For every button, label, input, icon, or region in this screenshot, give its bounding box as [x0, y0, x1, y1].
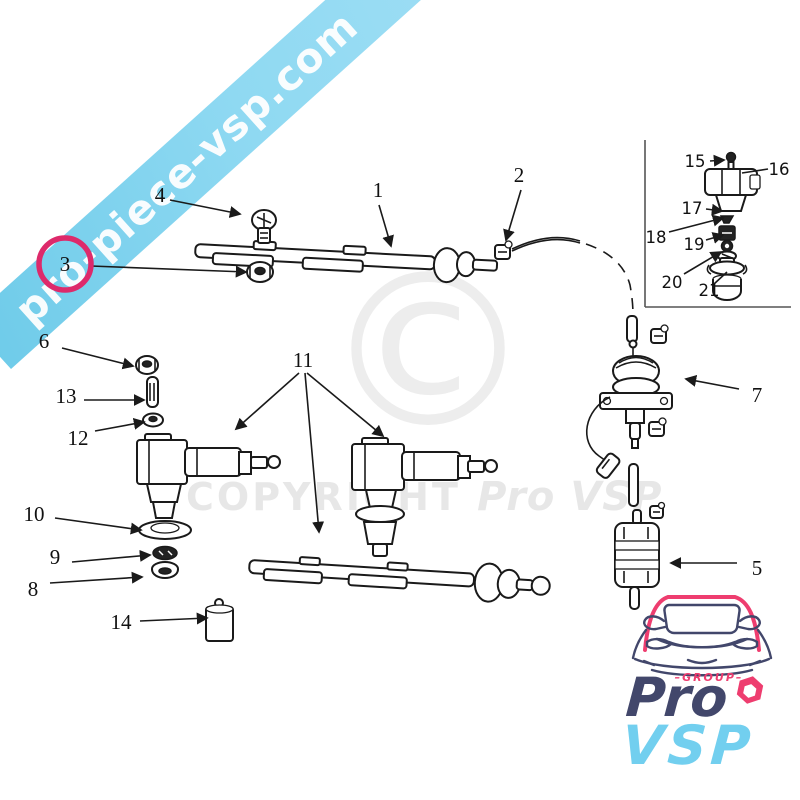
inset-box-border: [644, 140, 791, 308]
injector-pin-drawing: [146, 376, 159, 408]
hose-clamp-rail-drawing: [494, 240, 513, 260]
part-label-9: 9: [50, 545, 61, 569]
fuel-rail-lower-drawing: [248, 556, 551, 603]
part-label-10: 10: [24, 502, 45, 526]
part-label-17: 17: [682, 199, 703, 218]
highlighted-part-circle: [36, 235, 94, 293]
part-label-13: 13: [56, 384, 77, 408]
part-label-4: 4: [155, 183, 166, 207]
leader-lines: [49, 154, 769, 625]
part-label-21: 21: [699, 281, 720, 300]
fuel-hose-dashed: [585, 243, 634, 317]
part-label-14: 14: [111, 610, 133, 634]
hose-clamp-pump-bottom-drawing: [648, 417, 667, 437]
injector-assembly-right-drawing: [351, 437, 498, 557]
seal-cup-drawing: [151, 561, 179, 579]
sleeve-drawing: [205, 598, 234, 642]
rail-nut-drawing: [246, 261, 274, 283]
part-labels: 1 2 3 4 5 6 7 8 9 10 11 12 13 14 15 16 1…: [24, 152, 790, 634]
fuel-pump-drawing: [585, 339, 673, 479]
part-label-3: 3: [60, 252, 71, 276]
rail-bolt-drawing: [251, 209, 277, 244]
part-label-7: 7: [752, 383, 763, 407]
part-label-12: 12: [68, 426, 89, 450]
part-label-20: 20: [662, 273, 683, 292]
part-label-19: 19: [684, 235, 705, 254]
part-label-15: 15: [685, 152, 706, 171]
part-label-6: 6: [39, 329, 50, 353]
o-ring-drawing: [142, 412, 164, 428]
part-label-11: 11: [293, 348, 313, 372]
part-label-16: 16: [769, 160, 790, 179]
carburetor-inset-drawing: [704, 151, 761, 301]
hose-clamp-pump-top-drawing: [650, 324, 669, 344]
part-label-1: 1: [373, 178, 384, 202]
logo-group-label: –GROUP–: [674, 671, 744, 684]
fuel-hose-solid: [511, 238, 581, 252]
pump-inlet-tube: [626, 315, 638, 343]
filter-inlet-tube: [628, 463, 639, 507]
part-label-18: 18: [646, 228, 667, 247]
part-label-2: 2: [514, 163, 525, 187]
injector-nut-drawing: [135, 355, 159, 375]
fuel-rail-upper-drawing: [194, 240, 499, 284]
hose-clamp-filter-drawing: [649, 501, 666, 519]
copyright-word: COPYRIGHT: [186, 475, 461, 519]
logo-hexagon-nut-icon: [736, 676, 764, 704]
seal-ring-drawing: [152, 545, 178, 561]
part-label-5: 5: [752, 556, 763, 580]
injector-assembly-left-drawing: [136, 433, 281, 540]
fuel-hose-solid-core: [511, 236, 581, 250]
fuel-filter-drawing: [614, 509, 660, 610]
part-label-8: 8: [28, 577, 39, 601]
logo-car-icon: [631, 595, 773, 677]
logo-vsp-text: VSP: [619, 714, 757, 777]
